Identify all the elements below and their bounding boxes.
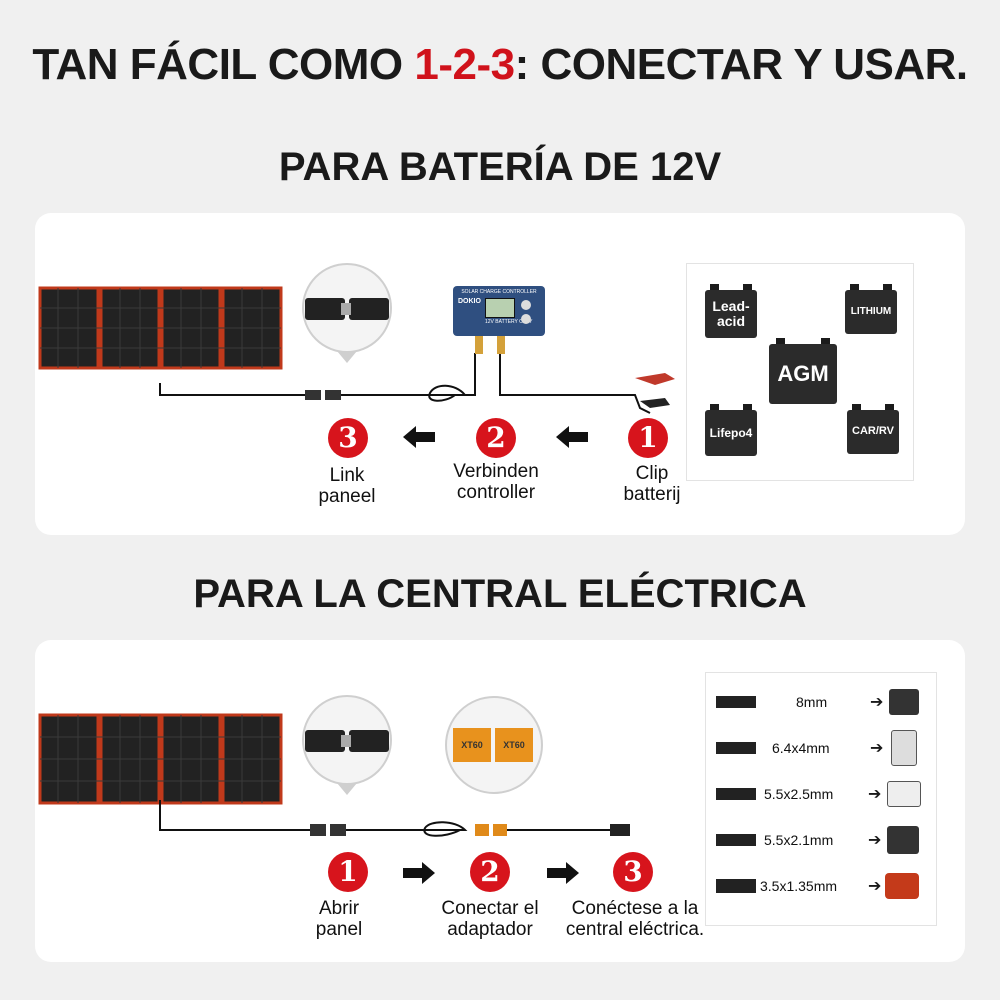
step-number-badge: 3 — [613, 852, 653, 892]
controller-plug-icon — [497, 336, 505, 354]
connector-zoom-icon — [302, 263, 392, 363]
plug-row: 8mm ➔ — [706, 679, 936, 725]
step-label: Conéctese a la central eléctrica. — [565, 898, 705, 940]
solar-panel-icon — [38, 713, 283, 805]
battery-lifepo4: Lifepo4 — [705, 404, 757, 456]
headline-part1: TAN FÁCIL COMO — [32, 40, 415, 89]
arrow-right-icon: ➔ — [868, 786, 882, 803]
step-number-badge: 1 — [328, 852, 368, 892]
power-station-icon — [889, 689, 920, 715]
cable-line — [159, 353, 675, 414]
step-number-badge: 1 — [628, 418, 668, 458]
arrow-right-icon: ➔ — [868, 832, 882, 849]
battery-lead-acid: Lead-acid — [705, 284, 757, 338]
main-headline: TAN FÁCIL COMO 1-2-3: CONECTAR Y USAR. — [0, 40, 1000, 90]
step-label: Verbinden controller — [453, 461, 539, 503]
step-number-badge: 2 — [476, 418, 516, 458]
step-label: Clip batterij — [623, 463, 681, 505]
xt60-connector-left: XT60 — [453, 728, 491, 762]
solar-panel-icon — [38, 286, 283, 370]
plug-icon — [716, 834, 756, 846]
battery-agm: AGM — [769, 338, 837, 404]
controller-header: SOLAR CHARGE CONTROLLER — [461, 289, 537, 295]
plug-row: 6.4x4mm ➔ — [706, 725, 936, 771]
controller-button-icon — [521, 300, 531, 310]
battery-car-rv: CAR/RV — [847, 404, 899, 454]
xt60-zoom: XT60 XT60 — [445, 696, 543, 794]
plug-row: 3.5x1.35mm ➔ — [706, 863, 936, 909]
arrow-right-icon — [547, 862, 579, 884]
charge-controller: SOLAR CHARGE CONTROLLER DOKIO 12V BATTER… — [453, 286, 545, 336]
step-label: Conectar el adaptador — [441, 898, 539, 940]
arrow-right-icon: ➔ — [868, 878, 882, 895]
xt60-connector-right: XT60 — [495, 728, 533, 762]
plug-icon — [716, 696, 756, 708]
section1-card: SOLAR CHARGE CONTROLLER DOKIO 12V BATTER… — [35, 213, 965, 535]
section2-title: PARA LA CENTRAL ELÉCTRICA — [193, 572, 807, 616]
step-label: Abrir panel — [315, 898, 363, 940]
headline-part2: : CONECTAR Y USAR. — [514, 40, 969, 89]
plug-icon — [716, 742, 756, 754]
section1-title: PARA BATERÍA DE 12V — [278, 145, 722, 189]
arrow-right-icon: ➔ — [870, 694, 884, 711]
controller-display — [485, 298, 515, 318]
battery-lithium: LITHIUM — [845, 284, 897, 334]
step-number-badge: 3 — [328, 418, 368, 458]
power-station-icon — [887, 826, 920, 854]
step-label: Link paneel — [318, 465, 376, 507]
connector-zoom-icon — [302, 695, 392, 795]
plug-icon — [716, 879, 756, 893]
cable-line — [159, 800, 630, 837]
plug-sizes-box: 8mm ➔ 6.4x4mm ➔ 5.5x2.5mm ➔ 5.5x2.1mm ➔ … — [705, 672, 937, 926]
arrow-left-icon — [403, 426, 435, 448]
plug-row: 5.5x2.1mm ➔ — [706, 817, 936, 863]
controller-plug-icon — [475, 336, 483, 354]
controller-brand: DOKIO — [458, 298, 481, 305]
arrow-right-icon — [403, 862, 435, 884]
section2-card: XT60 XT60 1 Abrir panel 2 Conectar el ad… — [35, 640, 965, 962]
arrow-right-icon: ➔ — [870, 740, 884, 757]
power-station-icon — [887, 781, 922, 807]
controller-note: 12V BATTERY ONLY — [485, 319, 533, 325]
controller-button-icon — [521, 314, 531, 324]
power-station-icon — [885, 873, 920, 899]
arrow-left-icon — [556, 426, 588, 448]
plug-icon — [716, 788, 756, 800]
plug-row: 5.5x2.5mm ➔ — [706, 771, 936, 817]
step-number-badge: 2 — [470, 852, 510, 892]
battery-types-box: Lead-acid LITHIUM AGM Lifepo4 CAR/RV — [686, 263, 914, 481]
headline-highlight: 1-2-3 — [414, 40, 515, 89]
power-station-icon — [891, 730, 918, 766]
